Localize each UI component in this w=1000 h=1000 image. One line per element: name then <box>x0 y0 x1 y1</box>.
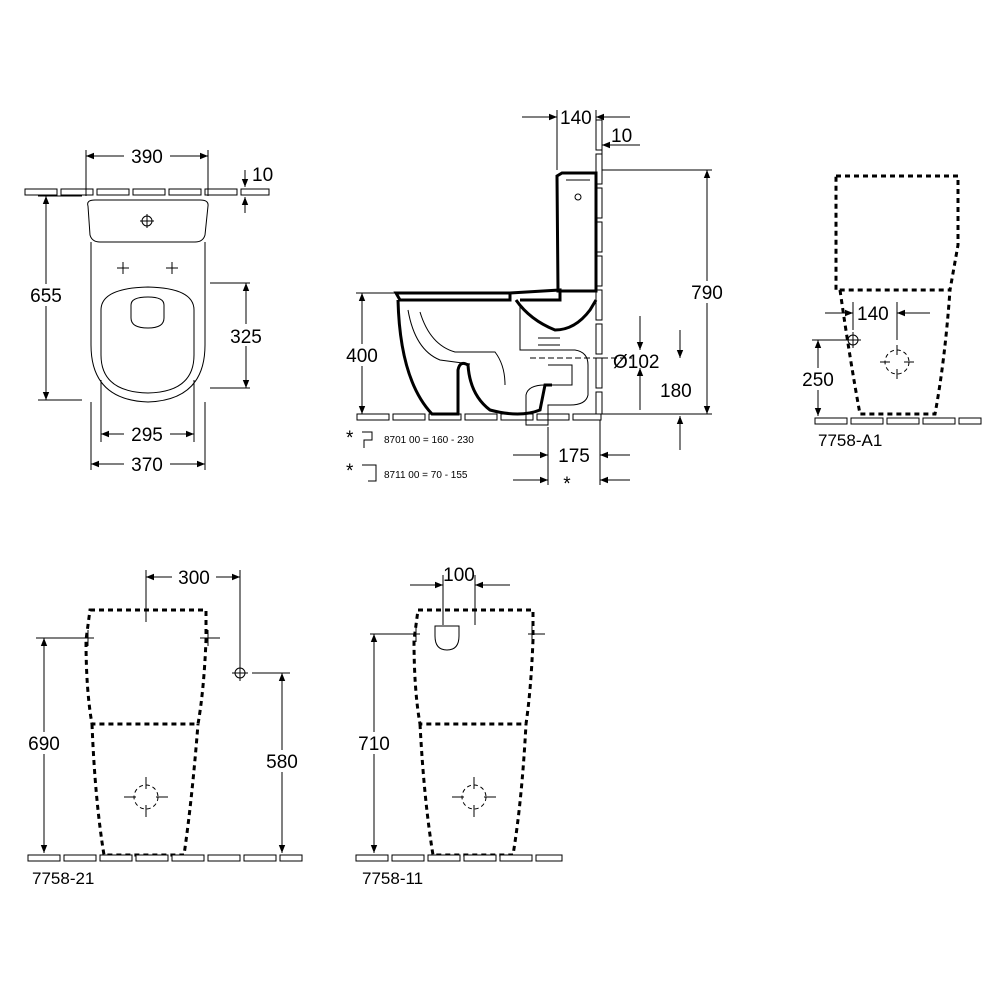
tank-outline-dashed <box>412 608 535 726</box>
note-star-2: * <box>346 461 354 482</box>
connector-icon <box>362 464 377 482</box>
dim-690: 690 <box>28 734 60 755</box>
view-7758-21: 300 690 580 7758-21 <box>22 566 304 888</box>
dim-100: 100 <box>443 565 475 586</box>
model-code-21: 7758-21 <box>32 869 94 888</box>
dim-295: 295 <box>131 425 163 446</box>
dim-180: 180 <box>660 381 692 402</box>
dim-10-side: 10 <box>611 126 632 147</box>
floor-line <box>355 854 563 862</box>
dim-790: 790 <box>691 283 723 304</box>
note-star-1: * <box>346 428 354 449</box>
fixing-point-icon <box>452 777 496 817</box>
wall-line <box>24 188 270 196</box>
view-7758-a1: 140 250 7758-A1 <box>796 174 982 450</box>
dim-710: 710 <box>358 734 390 755</box>
seat-hinge <box>130 296 165 329</box>
back-wall <box>595 119 603 415</box>
fixing-point-icon <box>880 345 914 379</box>
tank-outline <box>87 199 209 243</box>
cistern <box>555 171 598 293</box>
seat-lid <box>393 291 512 302</box>
model-code-11: 7758-11 <box>362 869 423 888</box>
dim-140-a1: 140 <box>857 304 889 325</box>
dim-655: 655 <box>30 286 62 307</box>
dim-250: 250 <box>802 370 834 391</box>
star-mark: * <box>563 474 571 495</box>
dim-300: 300 <box>178 568 210 589</box>
dim-390: 390 <box>131 147 163 168</box>
dim-140-side: 140 <box>560 108 592 129</box>
floor-line <box>27 854 303 862</box>
dim-10-top: 10 <box>252 165 273 186</box>
dim-325: 325 <box>230 327 262 348</box>
view-7758-11: 100 710 7758-11 <box>352 565 563 888</box>
top-view: 390 10 655 325 295 370 <box>24 144 273 476</box>
fixing-point-icon <box>124 777 168 817</box>
floor-line <box>356 413 602 421</box>
dim-370: 370 <box>131 455 163 476</box>
bowl-outline <box>90 242 206 403</box>
dim-175: 175 <box>558 446 590 467</box>
note-8711: 8711 00 = 70 - 155 <box>384 470 468 481</box>
side-view: 140 10 790 400 Ø102 180 175 * * <box>340 108 729 495</box>
model-code-a1: 7758-A1 <box>818 431 882 450</box>
floor-line <box>814 417 982 425</box>
flush-valve <box>574 193 582 201</box>
connector-icon <box>362 431 373 448</box>
dim-580: 580 <box>266 752 298 773</box>
tank-outline-dashed <box>84 608 208 726</box>
dim-diameter-102: Ø102 <box>613 352 659 373</box>
inlet-cutout <box>434 625 460 651</box>
dim-400: 400 <box>346 346 378 367</box>
note-8701: 8701 00 = 160 - 230 <box>384 435 474 446</box>
seat-outline <box>100 286 195 394</box>
fixing-point-icon <box>117 262 178 274</box>
tank-outline-dashed <box>834 174 960 292</box>
bowl-body <box>396 299 552 416</box>
outlet-pipe <box>525 349 589 426</box>
